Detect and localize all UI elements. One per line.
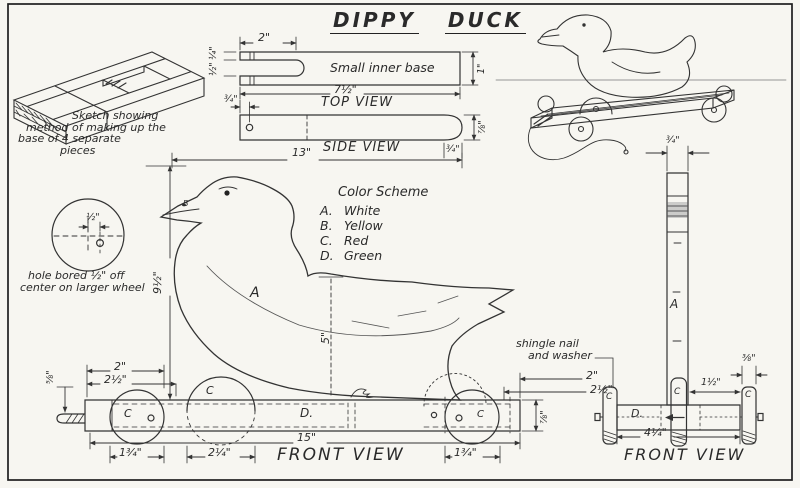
color-key-c: C. [320,233,333,248]
top-view-label: TOP VIEW [321,95,393,110]
title-word-2: DUCK [444,10,526,34]
end-note-line1: shingle nail [516,337,579,350]
sheet-border [7,3,793,481]
sketch-caption-line2: method of making up the [26,120,166,134]
front-view-drawing [56,364,587,464]
dim-end-wheel-thickness: ⅜" [742,353,756,364]
front-wheel-small-left-label: C [124,407,132,420]
front-wheel-large-left-label: C [206,384,214,397]
color-scheme-item-c: C. Red [320,234,383,249]
color-scheme-item-d: D. Green [320,249,383,264]
dim-end-offset: 1½" [701,377,721,388]
duck-body-color-label: A [250,285,260,301]
isometric-base-sketch [12,51,206,145]
end-view-label: FRONT VIEW [624,445,746,464]
dim-end-base: 4¼" [644,426,667,439]
color-key-b: B. [320,218,333,233]
sketch-caption-line3: base of 4 separate [18,132,121,146]
dim-front-right-b: 2½" [590,383,613,396]
dim-duck-length: 13" [292,146,312,159]
dim-sideview-thickness: ⅞" [477,120,488,134]
dim-duck-mid: 5" [319,331,332,344]
perspective-sketch [495,14,787,160]
front-wheel-small-right-label: C [477,409,484,420]
color-scheme-item-a: A. White [320,204,383,219]
dim-front-large-wheel: 2¼" [208,446,231,459]
duck-bill-color-label: B [183,199,189,208]
color-scheme-heading: Color Scheme [338,185,429,200]
front-base-color-label: D. [300,406,314,420]
sketch-caption: Sketch showing method of making up the b… [14,110,166,156]
dim-front-left-edge: ⅝" [45,370,56,384]
dim-topview-length: 7½" [334,83,357,96]
side-view-label: SIDE VIEW [323,140,401,155]
sketch-caption-line1: Sketch showing [72,109,159,122]
color-scheme-item-b: B. Yellow [320,219,383,234]
sketch-caption-line4: pieces [60,143,96,157]
color-key-a: A. [320,203,333,218]
color-key-d: D. [320,248,334,263]
side-view-drawing [171,99,481,169]
dim-front-left-b: 2½" [104,373,127,386]
dim-duck-height: 9½" [151,271,164,294]
end-note-line2: and washer [528,349,592,362]
color-value-d: Green [344,248,383,263]
color-scheme-list: A. White B. Yellow C. Red D. Green [320,204,383,264]
end-wheel-left-label: C [606,392,613,402]
sheet-title: DIPPY DUCK [330,10,526,34]
end-wheel-right-label: C [745,390,752,400]
dim-front-left-a: 2" [114,360,127,373]
dim-end-top-width: ¾" [666,135,680,146]
top-view-drawing [223,36,479,100]
end-base-color-label: D. [631,407,643,420]
dim-topview-prong: ¼" [208,46,219,60]
end-body-color-label: A [670,297,679,311]
front-view-label: FRONT VIEW [277,445,405,465]
color-value-c: Red [344,233,369,248]
title-word-1: DIPPY [330,10,419,34]
wheel-detail-caption-line1: hole bored ½" off [28,269,125,282]
wheel-detail-drawing [51,198,125,272]
dim-topview-width: 1" [476,63,487,74]
end-view-drawing [594,145,768,447]
wheel-detail-caption-line2: center on larger wheel [20,281,145,294]
dim-wheel-hole-offset: ½" [86,212,100,223]
end-wheel-mid-label: C [674,387,681,397]
dim-front-right-edge: ⅞" [539,410,550,424]
dim-sideview-end: ¾" [446,144,460,155]
color-value-a: White [344,203,381,218]
dim-topview-slot-length: 2" [258,31,271,44]
part-name-small-inner-base: Small inner base [330,60,435,75]
color-value-b: Yellow [344,218,383,233]
dim-front-overall: 15" [297,431,317,444]
duck-profile-drawing [145,165,516,401]
dim-front-left-c: 1¾" [119,446,142,459]
dim-front-right-c: 1¾" [454,446,477,459]
dim-topview-slot-width: ½" [208,62,219,76]
dim-sideview-hole-offset: ¾" [224,94,238,105]
dim-front-right-a: 2" [586,369,599,382]
